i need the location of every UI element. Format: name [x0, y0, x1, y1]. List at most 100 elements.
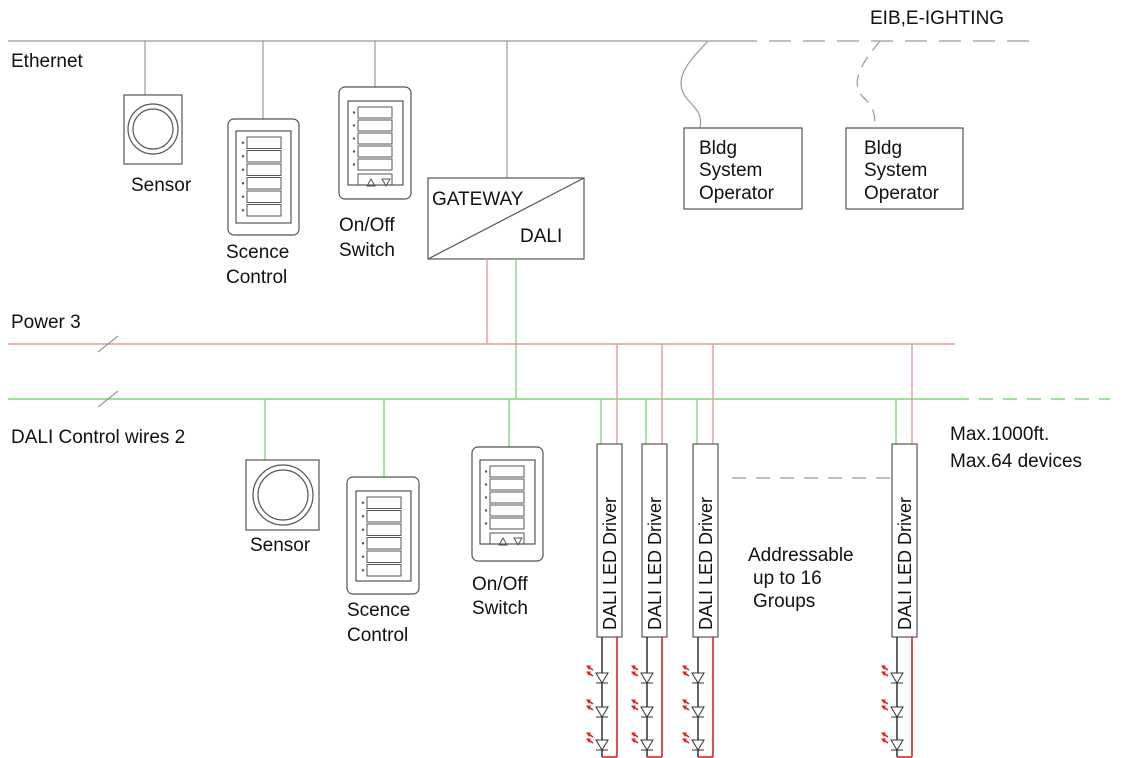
driver-box — [596, 443, 623, 638]
operator-1-line-2: System — [699, 160, 762, 181]
driver-label: DALI LED Driver — [600, 497, 620, 630]
gateway: GATEWAY DALI — [427, 177, 585, 260]
down-arrow-icon — [513, 537, 523, 547]
operator-1-line-3: Operator — [699, 183, 775, 204]
bottom-scene-indicator — [361, 501, 365, 504]
top-scene-indicator — [241, 195, 245, 198]
top-scene-control-label-1: Scence — [226, 242, 289, 263]
led-icon — [890, 672, 904, 684]
top-scene-indicator — [241, 155, 245, 158]
top-scene-indicator — [241, 182, 245, 185]
led-icon — [640, 672, 654, 684]
top-sensor: Sensor — [123, 94, 192, 196]
top-scene-indicator — [241, 141, 245, 144]
top-switch-button — [357, 132, 393, 145]
bottom-scene-control-label-2: Control — [347, 625, 408, 646]
bottom-onoff-switch-label-1: On/Off — [472, 574, 528, 595]
led-icon — [890, 739, 904, 751]
operator-2-line-3: Operator — [864, 183, 940, 204]
top-scene-button — [246, 190, 282, 203]
operator-2-line-2: System — [864, 160, 927, 181]
bottom-switch-button — [489, 504, 525, 517]
top-sensor-label: Sensor — [131, 175, 192, 196]
bottom-scene-indicator — [361, 542, 365, 545]
operator-2-line-1: Bldg — [864, 138, 902, 159]
bottom-onoff-switch-label-2: Switch — [472, 598, 528, 619]
bottom-switch-indicator — [484, 483, 488, 486]
top-onoff-switch-label-2: Switch — [339, 240, 395, 261]
bottom-switch-indicator — [484, 509, 488, 512]
gateway-top-label: GATEWAY — [432, 189, 524, 210]
top-scene-button — [246, 163, 282, 176]
bottom-scene-control: Scence Control — [346, 476, 420, 646]
bottom-scene-button — [366, 564, 402, 577]
led-icon — [691, 672, 705, 684]
bottom-sensor-label: Sensor — [250, 535, 311, 556]
bottom-scene-button — [366, 496, 402, 509]
eib-label: EIB,E-IGHTING — [870, 8, 1004, 29]
top-scene-indicator — [241, 168, 245, 171]
top-switch-indicator — [352, 124, 356, 127]
bottom-scene-indicator — [361, 555, 365, 558]
led-icon — [595, 739, 609, 751]
up-arrow-icon — [366, 177, 376, 187]
top-scene-control: Scence Control — [226, 118, 300, 288]
top-switch-indicator — [352, 137, 356, 140]
bottom-scene-indicator — [361, 569, 365, 572]
top-scene-control-label-2: Control — [226, 267, 287, 288]
bottom-scene-button — [366, 510, 402, 523]
bottom-sensor: Sensor — [245, 459, 320, 556]
dali-led-driver-2: DALI LED Driver — [631, 344, 668, 758]
dali-led-driver-1: DALI LED Driver — [586, 344, 623, 758]
top-switch-button — [357, 158, 393, 171]
bottom-switch-indicator — [484, 470, 488, 473]
top-onoff-switch-label-1: On/Off — [339, 215, 395, 236]
dali-wires-label: DALI Control wires 2 — [11, 427, 185, 448]
driver-box — [891, 443, 918, 638]
top-switch-indicator — [352, 163, 356, 166]
driver-label: DALI LED Driver — [645, 497, 665, 630]
building-operator-1: Bldg System Operator — [683, 127, 803, 210]
top-scene-button — [246, 136, 282, 149]
driver-box — [692, 443, 719, 638]
led-icon — [595, 672, 609, 684]
bottom-switch-button — [489, 478, 525, 491]
up-arrow-icon — [498, 536, 508, 546]
max-length-label: Max.1000ft. — [950, 424, 1049, 445]
down-arrow-icon — [381, 178, 391, 188]
gateway-bottom-label: DALI — [520, 226, 562, 247]
top-onoff-switch: On/Off Switch — [338, 86, 412, 261]
max-devices-label: Max.64 devices — [950, 451, 1082, 472]
led-icon — [691, 706, 705, 718]
led-icon — [595, 706, 609, 718]
top-scene-button — [246, 150, 282, 163]
bottom-switch-button — [489, 517, 525, 530]
bottom-scene-indicator — [361, 528, 365, 531]
bottom-scene-button — [366, 537, 402, 550]
addressable-line-1: Addressable — [748, 545, 854, 566]
top-switch-indicator — [352, 111, 356, 114]
led-icon — [640, 739, 654, 751]
operator-1-line-1: Bldg — [699, 138, 737, 159]
ethernet-label: Ethernet — [11, 51, 84, 72]
top-switch-button — [357, 106, 393, 119]
led-icon — [691, 739, 705, 751]
building-operator-2: Bldg System Operator — [845, 127, 964, 210]
bottom-switch-button — [489, 491, 525, 504]
top-scene-button — [246, 204, 282, 217]
bottom-scene-indicator — [361, 515, 365, 518]
bottom-switch-indicator — [484, 522, 488, 525]
bottom-scene-button — [366, 550, 402, 563]
driver-label: DALI LED Driver — [696, 497, 716, 630]
bottom-onoff-switch: On/Off Switch — [471, 446, 544, 619]
top-scene-button — [246, 177, 282, 190]
addressable-line-3: Groups — [753, 591, 815, 612]
addressable-line-2: up to 16 — [753, 568, 822, 589]
bottom-switch-indicator — [484, 496, 488, 499]
led-icon — [640, 706, 654, 718]
top-switch-button — [357, 145, 393, 158]
dali-led-driver-3: DALI LED Driver — [682, 344, 719, 758]
top-switch-button — [357, 119, 393, 132]
led-icon — [890, 706, 904, 718]
